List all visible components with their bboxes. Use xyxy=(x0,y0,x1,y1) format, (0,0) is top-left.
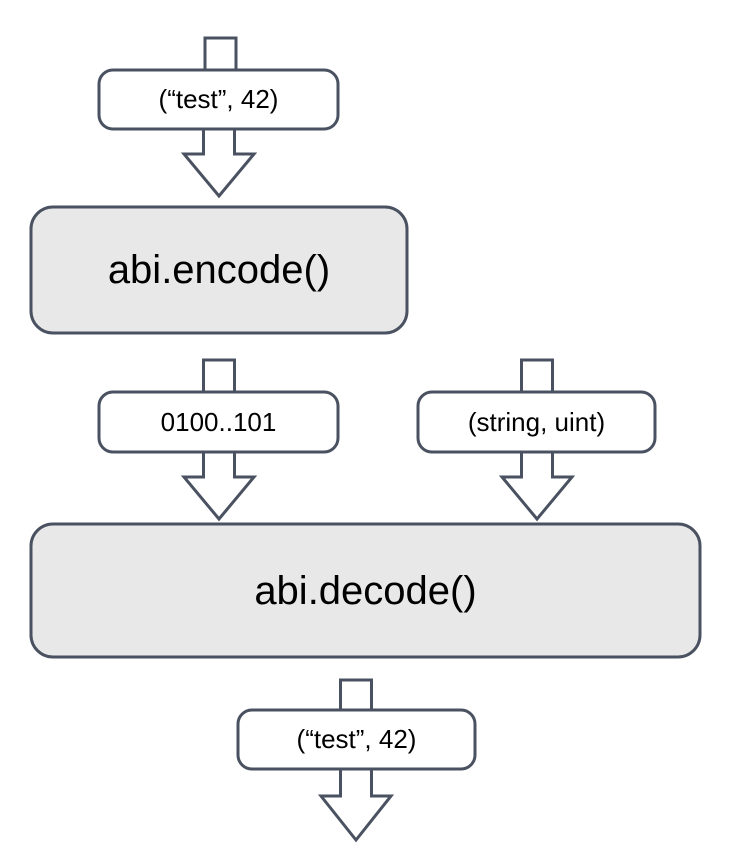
connector-stub xyxy=(339,678,373,711)
connector-arrow xyxy=(180,129,258,199)
connector-stub xyxy=(520,358,554,393)
node-abi-encode xyxy=(29,205,409,335)
nodes-group xyxy=(29,68,702,771)
connector-arrow xyxy=(317,769,395,843)
connector-stub xyxy=(203,36,238,71)
connector-arrow xyxy=(180,452,258,522)
connector-stub xyxy=(202,358,236,393)
connectors-group xyxy=(180,36,576,843)
node-encoded-bytes xyxy=(97,390,340,454)
connector-arrow xyxy=(498,452,576,522)
node-input-tuple xyxy=(97,68,340,131)
node-output-tuple xyxy=(236,708,477,771)
node-type-signature xyxy=(416,390,657,454)
node-abi-decode xyxy=(29,522,702,659)
